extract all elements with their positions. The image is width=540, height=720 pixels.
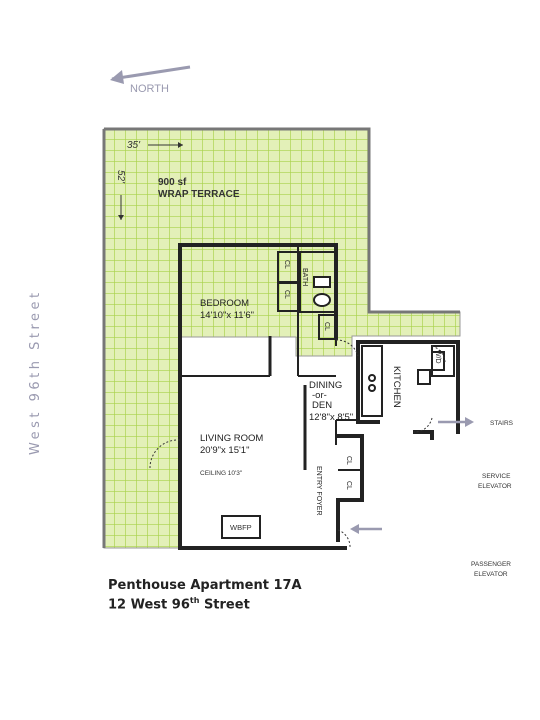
closet-label: CL: [283, 290, 290, 299]
dining-or-label: -or-: [312, 390, 327, 401]
dining-dims: 12'8"x 8'5": [309, 412, 353, 423]
bedroom-label: BEDROOM: [200, 298, 249, 309]
kitchen-label: KITCHEN: [391, 366, 402, 408]
closet-label: CL: [283, 260, 290, 269]
terrace-width-label: 35': [127, 140, 141, 151]
bedroom-dims: 14'10"x 11'6": [200, 310, 254, 321]
interior-walls: [180, 245, 455, 539]
entry-arrow: [350, 524, 382, 534]
service-elevator-label: ELEVATOR: [478, 483, 512, 490]
closet-label: CL: [323, 322, 330, 331]
door-swings: [149, 339, 446, 549]
entry-foyer-label: ENTRY FOYER: [315, 466, 322, 516]
ceiling-height: CEILING 10'3": [200, 470, 243, 477]
stairs-arrow: [438, 417, 474, 427]
apartment-address: 12 West 96th Street: [108, 596, 250, 613]
closet-label: CL: [345, 481, 352, 490]
dining-label: DINING: [309, 380, 342, 391]
terrace-depth-label: 52': [115, 170, 126, 184]
terrace-area: 900 sf: [158, 177, 187, 188]
terrace-name: WRAP TERRACE: [158, 189, 240, 200]
closet-label: CL: [345, 456, 352, 465]
den-label: DEN: [312, 400, 332, 411]
terrace-parapet: [104, 127, 460, 314]
living-room-dims: 20'9"x 15'1": [200, 445, 249, 456]
service-elevator-label: SERVICE: [482, 473, 511, 480]
stairs-label: STAIRS: [490, 420, 514, 427]
living-room-label: LIVING ROOM: [200, 433, 263, 444]
street-side-label: West 96th Street: [28, 289, 43, 455]
apartment-title: Penthouse Apartment 17A: [108, 578, 302, 593]
passenger-elevator-label: PASSENGER: [471, 561, 511, 568]
north-arrow: [110, 65, 191, 84]
washer-dryer-label: W/D: [434, 350, 441, 364]
compass-label: NORTH: [130, 83, 169, 95]
fireplace-label: WBFP: [230, 523, 252, 532]
bath-label: BATH: [301, 268, 308, 286]
passenger-elevator-label: ELEVATOR: [474, 571, 508, 578]
